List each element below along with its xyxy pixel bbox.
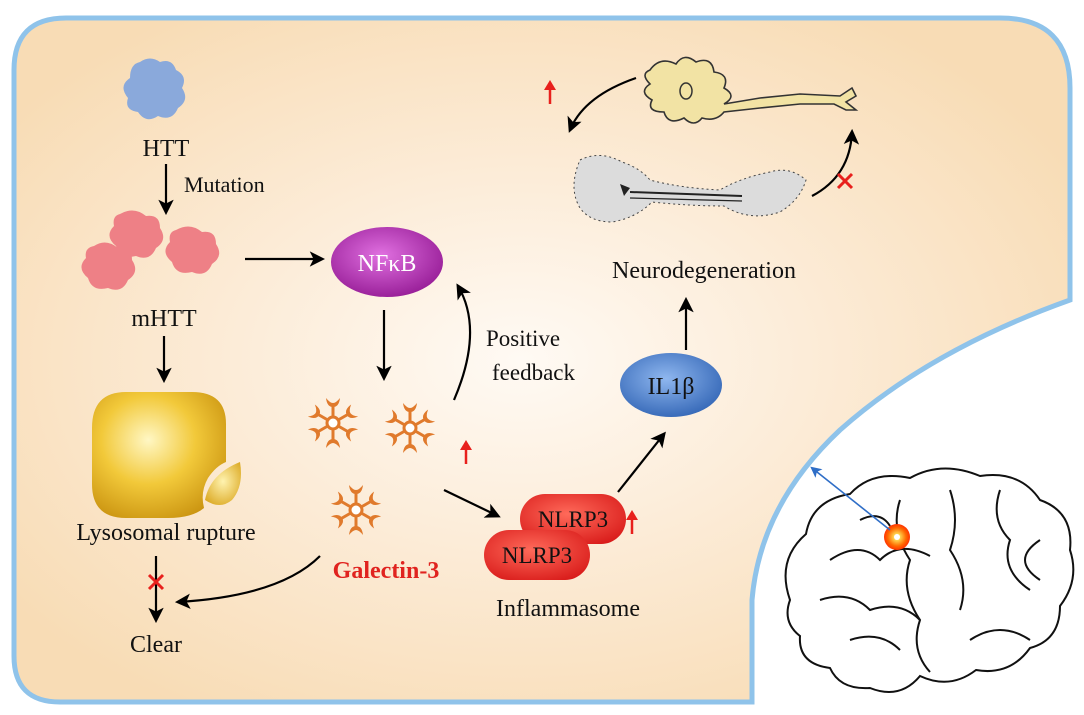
increase-arrow-icon: [544, 80, 556, 104]
neuron-cycle-arrow-left: [567, 76, 637, 133]
nfkb-node: [331, 227, 443, 297]
neurodegeneration-label: Neurodegeneration: [612, 258, 796, 284]
nfkb-label: NFκB: [358, 251, 417, 277]
galectin3-label: Galectin-3: [333, 558, 440, 584]
nlrp3-to-il1b-arrow: [617, 431, 666, 493]
panel-background: [11, 15, 1073, 705]
block-cross-icon: [147, 573, 165, 591]
inflammasome-label: Inflammasome: [496, 596, 640, 622]
increase-arrow-icon: [460, 440, 472, 464]
positive-feedback-label-line1: Positive: [486, 326, 560, 351]
nlrp3-top-label: NLRP3: [538, 507, 608, 532]
block-cross-icon: [836, 172, 854, 190]
mutation-label: Mutation: [184, 172, 265, 197]
positive-feedback-arrow: [452, 283, 472, 401]
mhtt-label: mHTT: [131, 306, 197, 332]
brain-highlight-spot-center: [894, 534, 900, 540]
il1b-label: IL1β: [648, 374, 695, 400]
galectin-to-nlrp3-arrow: [443, 489, 501, 518]
mhtt-aggregates-icon: [81, 210, 220, 290]
healthy-neuron-icon: [643, 56, 859, 124]
nlrp3-bottom-label: NLRP3: [502, 543, 572, 568]
increase-arrow-icon: [626, 510, 638, 534]
il1b-node: [620, 353, 722, 417]
lysosomal-rupture-label: Lysosomal rupture: [76, 520, 255, 546]
positive-feedback-label-line2: feedback: [492, 360, 575, 385]
brain-icon: [784, 467, 1075, 693]
nlrp3-bottom-node: [484, 530, 590, 580]
galectin-to-clear-arrow: [174, 555, 321, 609]
clear-label: Clear: [130, 632, 182, 658]
htt-label: HTT: [143, 136, 190, 162]
neuron-cycle-arrow-right: [811, 128, 860, 197]
lysosome-icon: [92, 392, 241, 518]
htt-protein-icon: [123, 58, 186, 120]
brain-pointer-arrow: [810, 466, 891, 531]
degenerating-neuron-icon: [573, 155, 807, 223]
